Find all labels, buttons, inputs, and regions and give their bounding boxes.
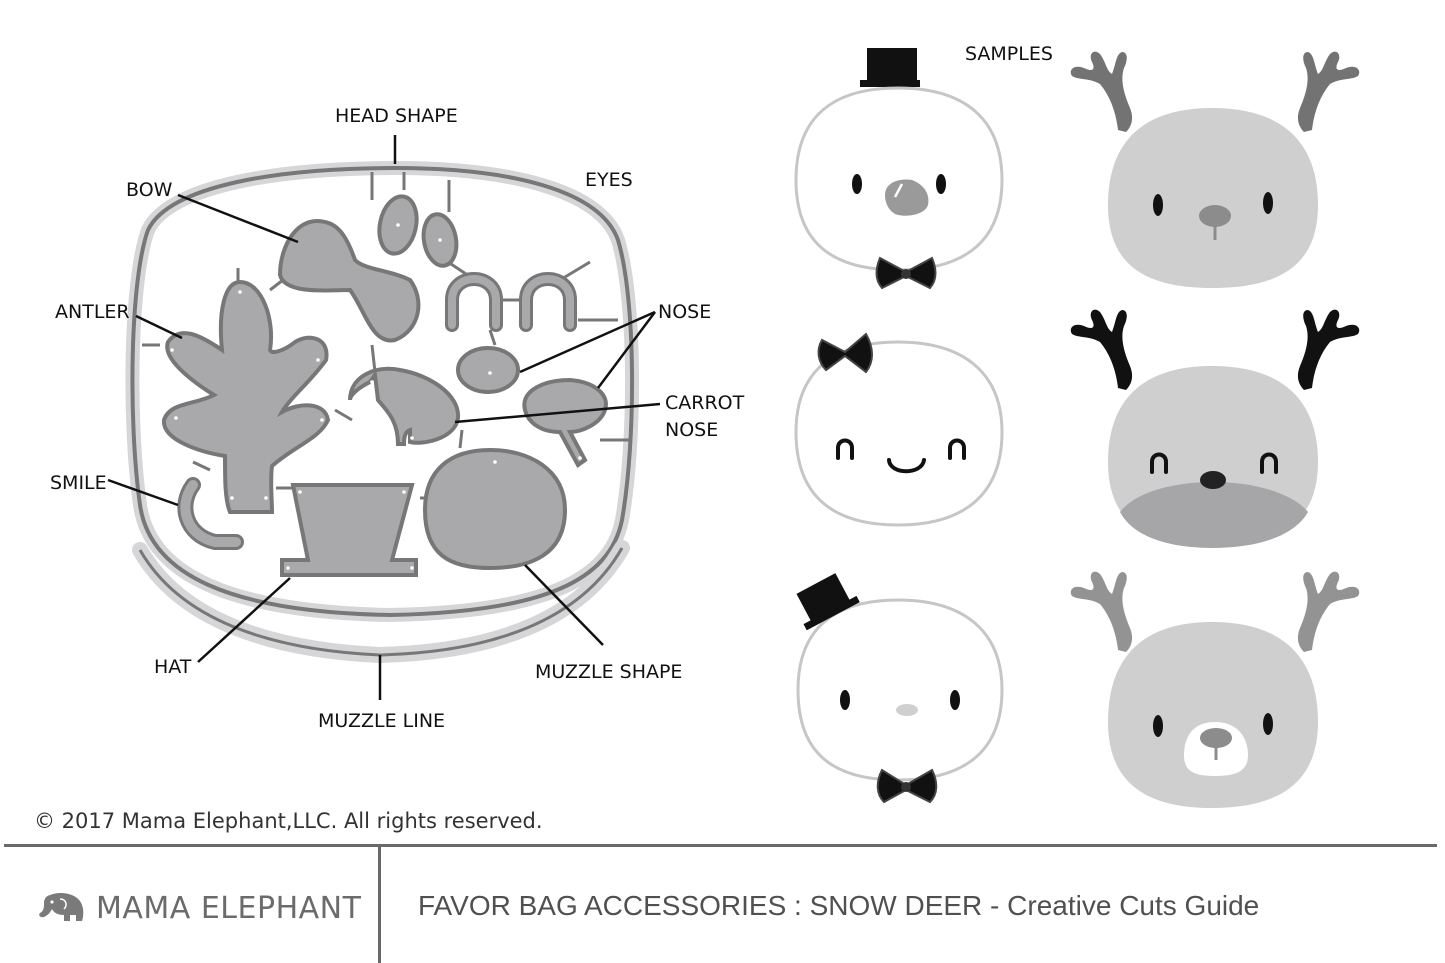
antler-icon: [1070, 51, 1133, 132]
label-muzzle-shape: MUZZLE SHAPE: [535, 661, 682, 683]
die-diagram: HEAD SHAPE BOW EYES ANTLER NOSE CARROT N…: [50, 43, 1053, 732]
snowman-head: [794, 86, 1004, 272]
nose-die-small: [456, 346, 520, 394]
label-nose: NOSE: [658, 301, 711, 323]
antler-icon: [1297, 309, 1360, 390]
smile-icon: [887, 458, 926, 474]
sample-snowman-1: [794, 48, 1004, 290]
antler-die: [162, 279, 331, 514]
nose-icon: [1199, 205, 1231, 227]
bow-die: [277, 218, 421, 343]
label-head-shape: HEAD SHAPE: [335, 105, 458, 127]
label-smile: SMILE: [50, 472, 107, 494]
elephant-icon: [39, 893, 84, 921]
snowman-head: [796, 598, 1004, 782]
top-hat-icon: [796, 573, 851, 623]
carrot-nose-die: [348, 366, 461, 446]
label-hat: HAT: [154, 656, 192, 678]
deer-head: [1108, 108, 1318, 288]
brand-name: MAMA ELEPHANT: [96, 890, 362, 926]
label-muzzle-line: MUZZLE LINE: [318, 710, 445, 732]
label-antler: ANTLER: [55, 301, 130, 323]
label-bow: BOW: [126, 179, 173, 201]
footer-vertical-divider: [378, 847, 381, 963]
antler-icon: [1070, 309, 1133, 390]
snowman-head: [794, 340, 1004, 527]
sample-deer-2: [1070, 309, 1360, 548]
nose-icon: [1200, 471, 1226, 489]
deer-head: [1108, 622, 1318, 808]
label-eyes: EYES: [585, 169, 633, 191]
muzzle-shape-die: [422, 447, 568, 571]
label-samples: SAMPLES: [965, 43, 1053, 65]
guide-title: FAVOR BAG ACCESSORIES : SNOW DEER - Crea…: [418, 890, 1260, 921]
antler-icon: [1297, 571, 1360, 652]
sample-deer-1: [1070, 51, 1360, 288]
bow-icon: [817, 332, 873, 374]
hat-die: [280, 483, 418, 577]
nose-die-large: [522, 377, 608, 468]
sample-deer-3: [1070, 571, 1360, 808]
muzzle-icon: [1120, 482, 1308, 548]
nose-icon: [896, 704, 918, 716]
footer-divider-line: [4, 844, 1437, 847]
antler-icon: [1297, 51, 1360, 132]
sample-snowman-3: [796, 573, 1004, 804]
copyright-notice: © 2017 Mama Elephant,LLC. All rights res…: [34, 809, 543, 833]
label-carrot-nose: NOSE: [665, 419, 718, 441]
sample-snowman-2: [794, 332, 1004, 527]
top-hat-icon: [867, 48, 917, 82]
antler-icon: [1070, 571, 1133, 652]
nose-icon: [1200, 728, 1232, 748]
label-carrot: CARROT: [665, 392, 745, 414]
carrot-nose-icon: [885, 179, 929, 216]
brand-logo: MAMA ELEPHANT: [36, 886, 361, 930]
samples: [794, 48, 1360, 808]
